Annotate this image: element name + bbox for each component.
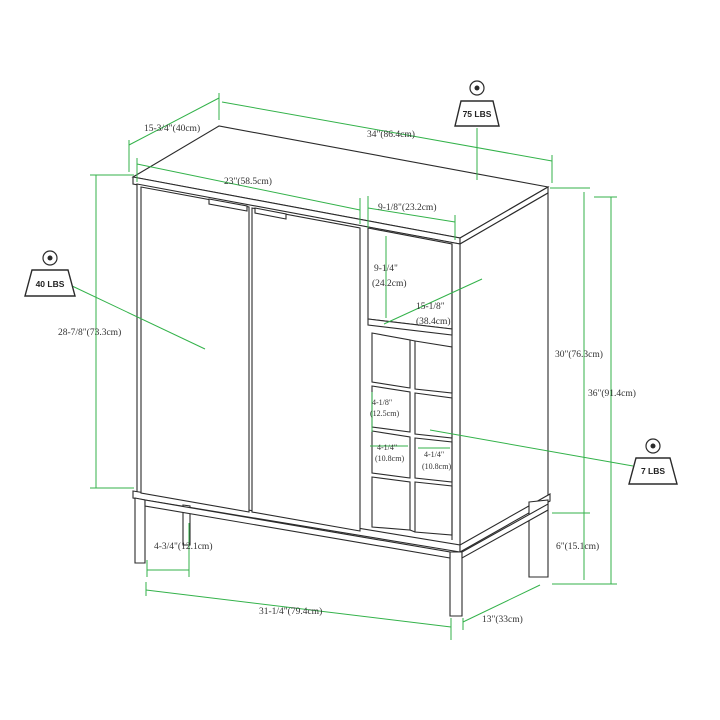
label-body-height: 30"(76.3cm) (555, 349, 603, 360)
label-leg-span: 31-1/4"(79.4cm) (259, 606, 322, 617)
label-wine-height-a: 4-1/8" (372, 398, 392, 407)
right-door-handle (254, 207, 287, 220)
weight-label-door-shelf: 40 LBS (36, 279, 65, 289)
label-width-top: 34"(86.4cm) (367, 129, 415, 140)
cabinet-base-side (459, 493, 551, 553)
weight-badge-door-shelf: 40 LBS (24, 250, 76, 297)
weight-label-wine-rack: 7 LBS (641, 466, 665, 476)
label-wine-width1-a: 4-1/4" (377, 443, 397, 452)
label-wine-width2-a: 4-1/4" (424, 450, 444, 459)
leg-front-right (449, 551, 463, 617)
label-cubby-height-b: (24.2cm) (372, 278, 407, 289)
weight-icon (24, 250, 76, 297)
weight-icon (628, 438, 678, 485)
left-door (140, 186, 250, 513)
label-wine-width1-b: (10.8cm) (375, 454, 404, 463)
label-door-width: 23"(58.5cm) (224, 176, 272, 187)
label-door-height: 28-7/8"(73.3cm) (58, 327, 121, 338)
label-cubby-height-a: 9-1/4" (374, 264, 398, 274)
dimension-lines (69, 93, 634, 640)
leg-back-left (182, 504, 191, 546)
dimension-labels: 15-3/4"(40cm) 34"(86.4cm) 23"(58.5cm) 9-… (58, 123, 636, 625)
label-shelf-depth-a: 15-1/8" (416, 302, 445, 312)
label-leg-height: 6"(15.1cm) (556, 541, 599, 552)
label-leg-depth: 13"(33cm) (482, 614, 523, 625)
label-wine-height-b: (12.5cm) (370, 409, 399, 418)
weight-label-top: 75 LBS (463, 109, 492, 119)
leg-front-left (134, 497, 146, 564)
label-shelf-depth-b: (38.4cm) (416, 316, 451, 327)
cubby-shelf (367, 318, 453, 336)
right-door (251, 207, 361, 532)
leg-front-rail (144, 499, 451, 559)
leg-back-right (528, 499, 549, 578)
label-wine-width2-b: (10.8cm) (422, 462, 451, 471)
wine-rack (371, 332, 453, 536)
weight-icon (454, 80, 500, 127)
weight-badge-wine-rack: 7 LBS (628, 438, 678, 485)
label-cubby-width: 9-1/8"(23.2cm) (378, 202, 437, 213)
label-leg-side: 4-3/4"(12.1cm) (154, 541, 213, 552)
leg-side-rail (461, 503, 549, 559)
cabinet-drawing (131, 125, 551, 617)
cabinet-side-panel (459, 192, 549, 551)
label-depth-top: 15-3/4"(40cm) (144, 123, 200, 134)
weight-badge-top: 75 LBS (454, 80, 500, 127)
left-door-handle (208, 198, 248, 212)
label-total-height: 36"(91.4cm) (588, 388, 636, 399)
